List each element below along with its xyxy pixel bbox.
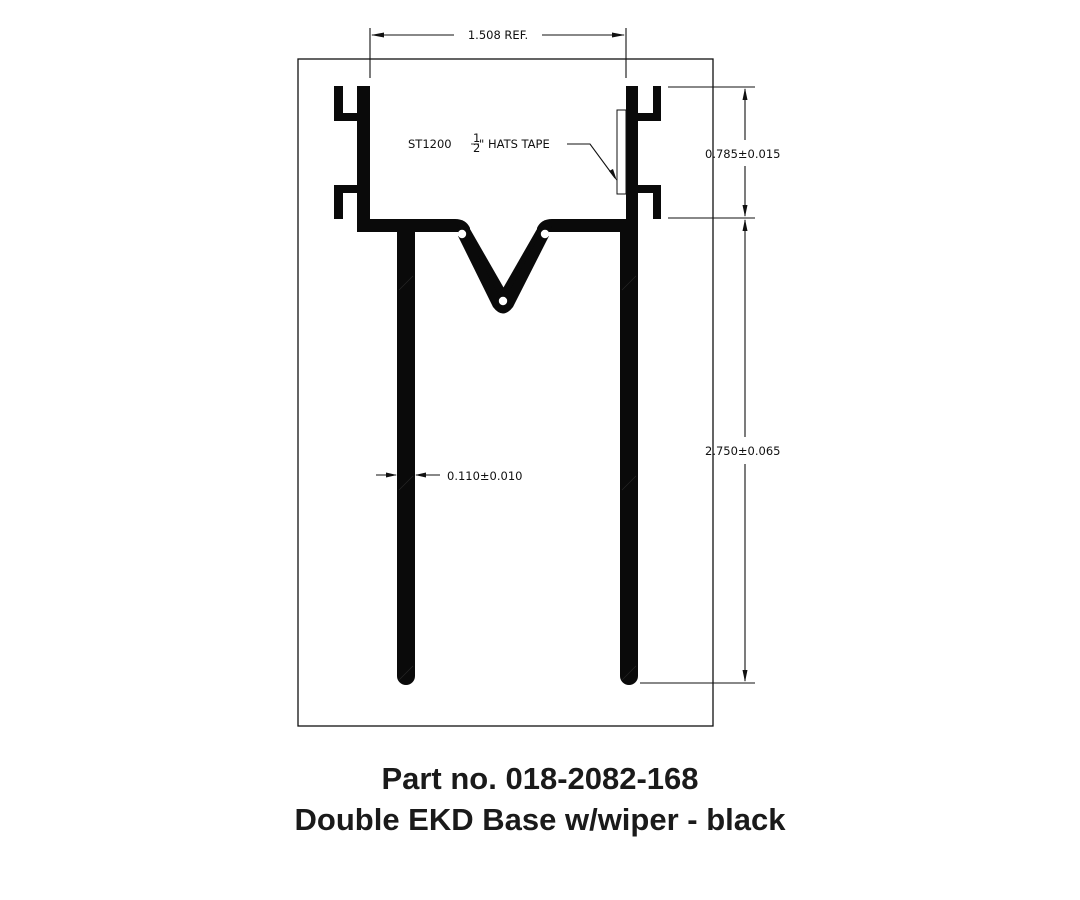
extrusion-profile: [334, 86, 661, 685]
dimension-wall-thickness-label: 0.110±0.010: [447, 469, 522, 483]
dimension-leg-length-label: 2.750±0.065: [705, 444, 780, 458]
hats-tape: [616, 109, 627, 195]
part-number: Part no. 018-2082-168: [381, 761, 699, 796]
tape-callout-part: ST1200: [408, 137, 452, 151]
wiper-hinge-holes: [457, 229, 550, 306]
tape-callout-fraction-den: 2: [473, 141, 480, 155]
dimension-overall-width-label: 1.508 REF.: [468, 28, 528, 42]
dimension-vertical-lines: [640, 86, 755, 684]
part-description: Double EKD Base w/wiper - black: [294, 802, 786, 837]
leg-hatching: [398, 275, 637, 681]
dimension-overall-width: [369, 28, 627, 78]
tape-callout-fraction-num: 1: [473, 131, 480, 145]
drawing-frame: [297, 58, 714, 727]
dimension-wall-thickness: [376, 472, 440, 478]
tape-callout-label: " HATS TAPE: [479, 137, 550, 151]
dimension-flange-height-label: 0.785±0.015: [705, 147, 780, 161]
tape-callout-leader: [567, 143, 617, 181]
